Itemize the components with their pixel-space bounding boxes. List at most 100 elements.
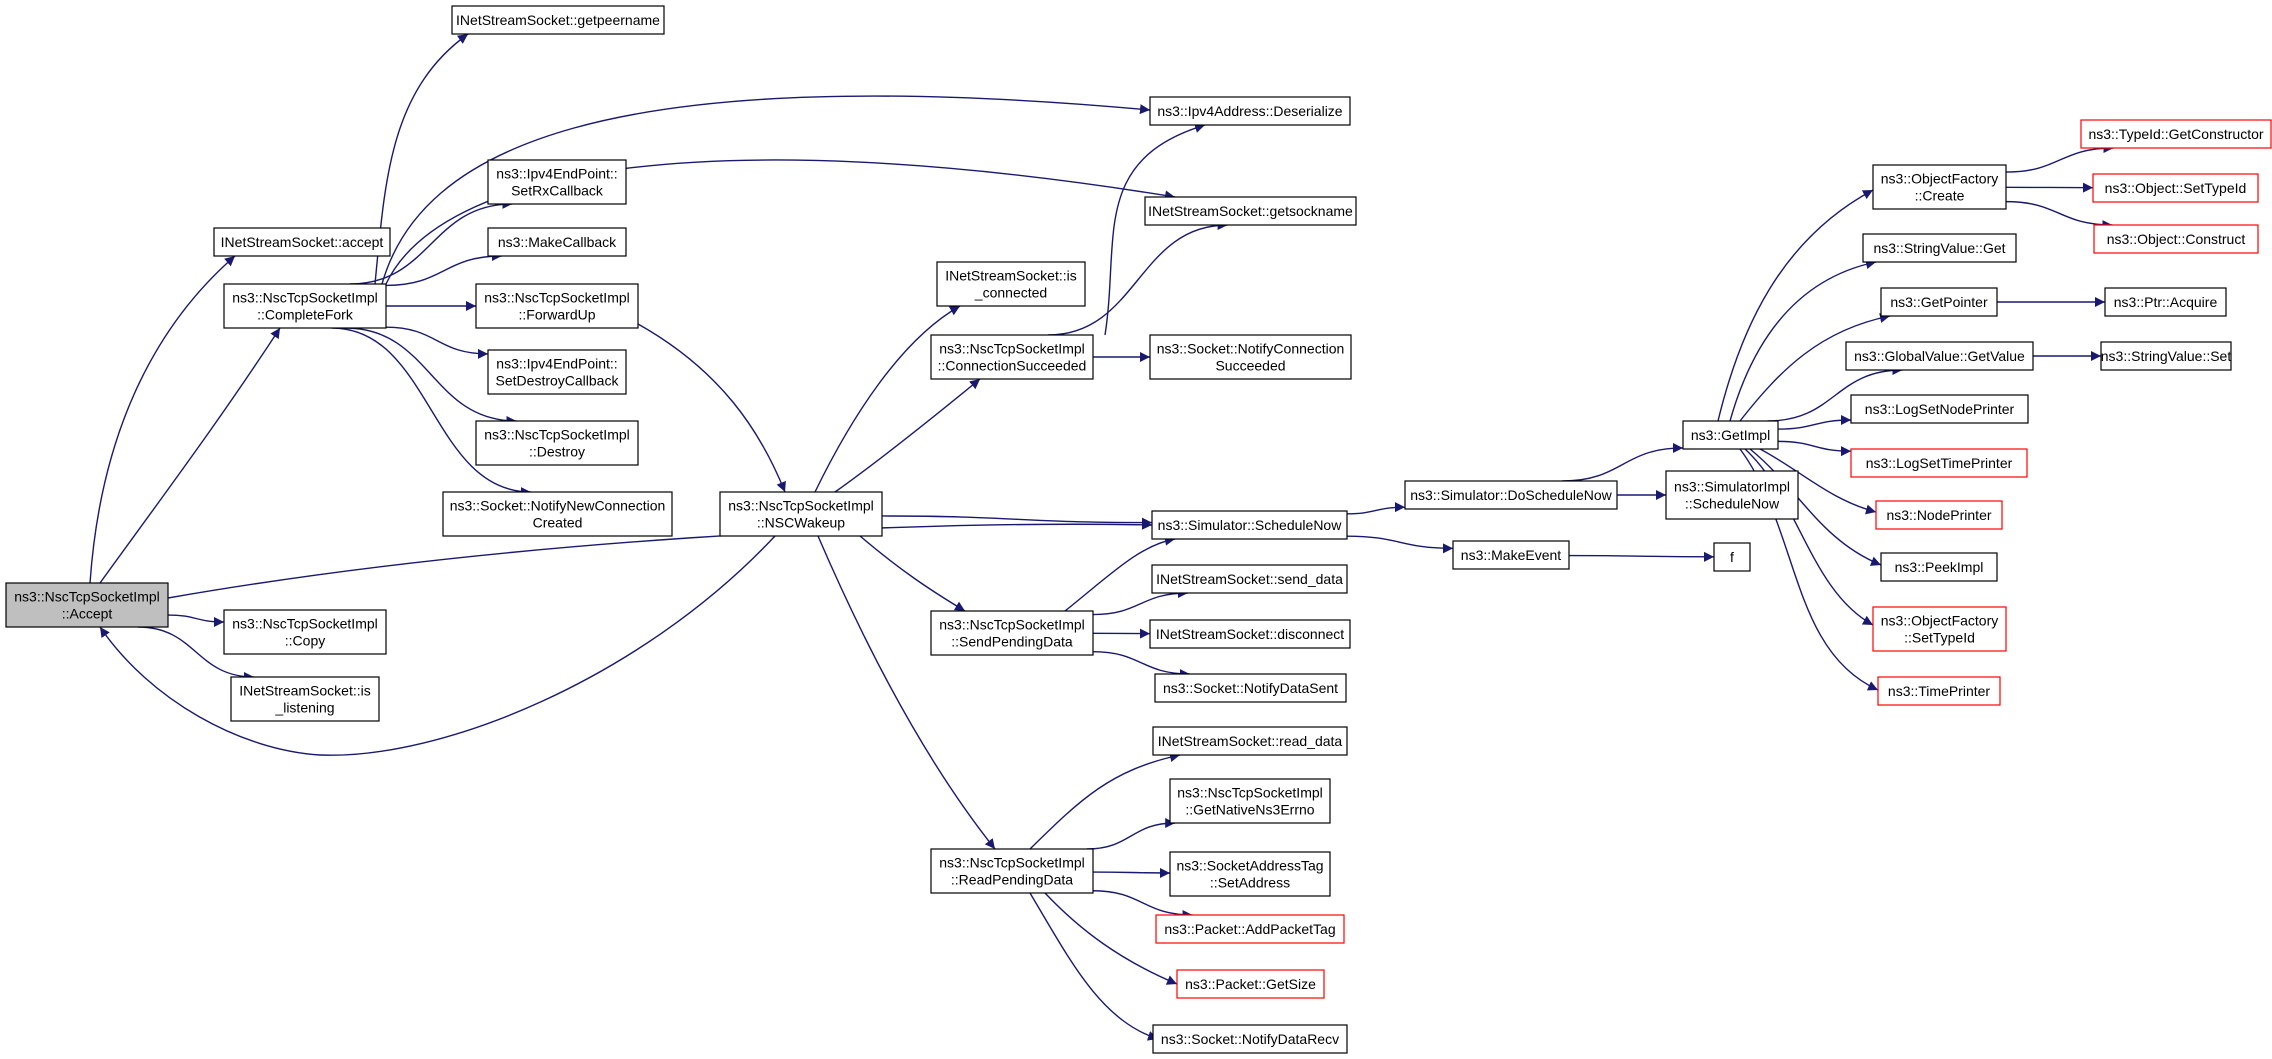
node-label-line: INetStreamSocket::send_data — [1156, 571, 1343, 587]
node-schedule-now[interactable]: ns3::Simulator::ScheduleNow — [1151, 510, 1348, 540]
node-ipv4-deserialize[interactable]: ns3::Ipv4Address::Deserialize — [1149, 96, 1351, 126]
node-notify-data-sent[interactable]: ns3::Socket::NotifyDataSent — [1154, 673, 1347, 703]
edge-complete_fork-to-set_rx_callback — [349, 199, 513, 285]
node-set-rx-callback[interactable]: ns3::Ipv4EndPoint::SetRxCallback — [487, 159, 627, 205]
node-get-size[interactable]: ns3::Packet::GetSize — [1176, 969, 1325, 999]
node-label-line: ::Destroy — [529, 444, 585, 460]
node-type-id-get-constructor[interactable]: ns3::TypeId::GetConstructor — [2080, 119, 2272, 149]
node-label-line: ns3::NscTcpSocketImpl — [1177, 785, 1323, 801]
edge-send_pending_data-to-send_data — [1092, 588, 1188, 616]
edge-object_factory_create-to-type_id_get_constructor — [2005, 143, 2114, 173]
node-label-line: ns3::TimePrinter — [1888, 683, 1991, 699]
node-connection-succeeded[interactable]: ns3::NscTcpSocketImpl::ConnectionSucceed… — [930, 334, 1094, 380]
node-log-set-time-printer[interactable]: ns3::LogSetTimePrinter — [1850, 448, 2028, 478]
edge-complete_fork-to-ipv4_deserialize — [381, 95, 1151, 285]
node-getsockname[interactable]: INetStreamSocket::getsockname — [1144, 196, 1357, 226]
node-set-address[interactable]: ns3::SocketAddressTag::SetAddress — [1169, 851, 1331, 897]
node-box — [1169, 778, 1331, 824]
node-label-line: _listening — [274, 700, 334, 716]
node-nsc-wakeup[interactable]: ns3::NscTcpSocketImpl::NSCWakeup — [719, 491, 883, 537]
node-time-printer[interactable]: ns3::TimePrinter — [1877, 676, 2001, 706]
node-get-pointer[interactable]: ns3::GetPointer — [1880, 287, 1998, 317]
node-label-line: ns3::NscTcpSocketImpl — [484, 427, 630, 443]
node-ptr-acquire[interactable]: ns3::Ptr::Acquire — [2104, 287, 2227, 317]
node-f[interactable]: f — [1713, 542, 1751, 572]
node-object-construct[interactable]: ns3::Object::Construct — [2093, 224, 2259, 254]
node-is-connected[interactable]: INetStreamSocket::is_connected — [936, 261, 1086, 307]
node-get-impl[interactable]: ns3::GetImpl — [1682, 420, 1779, 450]
node-box — [1872, 164, 2007, 210]
node-box — [230, 676, 380, 722]
node-box — [1152, 726, 1348, 756]
node-box — [1404, 480, 1618, 510]
node-forward-up[interactable]: ns3::NscTcpSocketImpl::ForwardUp — [475, 283, 639, 329]
node-box — [1682, 420, 1779, 450]
node-label-line: ns3::GlobalValue::GetValue — [1854, 348, 2025, 364]
node-object-factory-set-type-id[interactable]: ns3::ObjectFactory::SetTypeId — [1872, 606, 2007, 652]
node-send-data[interactable]: INetStreamSocket::send_data — [1151, 564, 1348, 594]
node-string-value-set[interactable]: ns3::StringValue::Set — [2100, 341, 2232, 371]
node-layer: ns3::NscTcpSocketImpl::AcceptINetStreamS… — [5, 5, 2272, 1054]
node-string-value-get[interactable]: ns3::StringValue::Get — [1862, 233, 2017, 263]
node-disconnect[interactable]: INetStreamSocket::disconnect — [1149, 619, 1351, 649]
node-getpeername[interactable]: INetStreamSocket::getpeername — [451, 5, 665, 35]
node-destroy[interactable]: ns3::NscTcpSocketImpl::Destroy — [475, 420, 639, 466]
edge-complete_fork-to-make_callback — [385, 251, 502, 287]
node-read-data[interactable]: INetStreamSocket::read_data — [1152, 726, 1348, 756]
edge-schedule_now-to-make_event — [1346, 535, 1454, 554]
node-label-line: ns3::SimulatorImpl — [1674, 479, 1790, 495]
node-box — [1176, 969, 1325, 999]
node-label-line: ns3::Simulator::ScheduleNow — [1158, 517, 1343, 533]
node-read-pending-data[interactable]: ns3::NscTcpSocketImpl::ReadPendingData — [930, 848, 1094, 894]
node-accept-root[interactable]: ns3::NscTcpSocketImpl::Accept — [5, 582, 169, 628]
node-label-line: ns3::PeekImpl — [1895, 559, 1984, 575]
node-label-line: ::ForwardUp — [518, 307, 595, 323]
node-box — [487, 227, 627, 257]
node-label-line: ns3::NscTcpSocketImpl — [484, 290, 630, 306]
edge-get_impl-to-string_value_get — [1729, 259, 1877, 422]
node-label-line: ns3::MakeCallback — [498, 234, 617, 250]
node-get-native-errno[interactable]: ns3::NscTcpSocketImpl::GetNativeNs3Errno — [1169, 778, 1331, 824]
node-notify-data-recv[interactable]: ns3::Socket::NotifyDataRecv — [1152, 1024, 1348, 1054]
node-node-printer[interactable]: ns3::NodePrinter — [1875, 500, 2003, 530]
node-label-line: ns3::StringValue::Get — [1873, 240, 2005, 256]
node-label-line: SetDestroyCallback — [496, 373, 620, 389]
node-make-event[interactable]: ns3::MakeEvent — [1452, 540, 1570, 570]
node-copy[interactable]: ns3::NscTcpSocketImpl::Copy — [223, 609, 387, 655]
node-label-line: ns3::ObjectFactory — [1881, 171, 1999, 187]
node-label-line: ns3::LogSetNodePrinter — [1865, 401, 2015, 417]
node-label-line: ns3::Packet::AddPacketTag — [1164, 921, 1335, 937]
node-box — [1713, 542, 1751, 572]
node-send-pending-data[interactable]: ns3::NscTcpSocketImpl::SendPendingData — [930, 610, 1094, 656]
node-complete-fork[interactable]: ns3::NscTcpSocketImpl::CompleteFork — [223, 283, 387, 329]
node-label-line: ns3::GetPointer — [1890, 294, 1988, 310]
node-box — [487, 349, 627, 395]
node-is-listening[interactable]: INetStreamSocket::is_listening — [230, 676, 380, 722]
node-label-line: ns3::Socket::NotifyDataSent — [1163, 680, 1338, 696]
node-label-line: ns3::Socket::NotifyDataRecv — [1161, 1031, 1339, 1047]
edge-accept_root-to-inss_accept — [89, 255, 236, 584]
node-box — [1154, 673, 1347, 703]
node-log-set-node-printer[interactable]: ns3::LogSetNodePrinter — [1850, 394, 2029, 424]
node-box — [719, 491, 883, 537]
node-simimpl-schedule-now[interactable]: ns3::SimulatorImpl::ScheduleNow — [1665, 470, 1799, 520]
node-label-line: ::Accept — [62, 606, 113, 622]
node-add-packet-tag[interactable]: ns3::Packet::AddPacketTag — [1155, 914, 1345, 944]
node-box — [1850, 394, 2029, 424]
edge-do_schedule_now-to-get_impl — [1562, 442, 1684, 482]
node-make-callback[interactable]: ns3::MakeCallback — [487, 227, 627, 257]
edge-get_impl-to-object_factory_create — [1717, 189, 1874, 422]
node-inss-accept[interactable]: INetStreamSocket::accept — [213, 227, 391, 257]
node-label-line: ns3::TypeId::GetConstructor — [2088, 126, 2263, 142]
edge-get_impl-to-get_pointer — [1739, 313, 1891, 422]
node-do-schedule-now[interactable]: ns3::Simulator::DoScheduleNow — [1404, 480, 1618, 510]
node-peek-impl[interactable]: ns3::PeekImpl — [1880, 552, 1998, 582]
node-object-set-type-id[interactable]: ns3::Object::SetTypeId — [2092, 173, 2259, 203]
node-global-value-get-value[interactable]: ns3::GlobalValue::GetValue — [1845, 341, 2034, 371]
node-set-destroy-callback[interactable]: ns3::Ipv4EndPoint::SetDestroyCallback — [487, 349, 627, 395]
node-object-factory-create[interactable]: ns3::ObjectFactory::Create — [1872, 164, 2007, 210]
node-box — [5, 582, 169, 628]
edge-accept_root-to-copy — [167, 614, 225, 627]
